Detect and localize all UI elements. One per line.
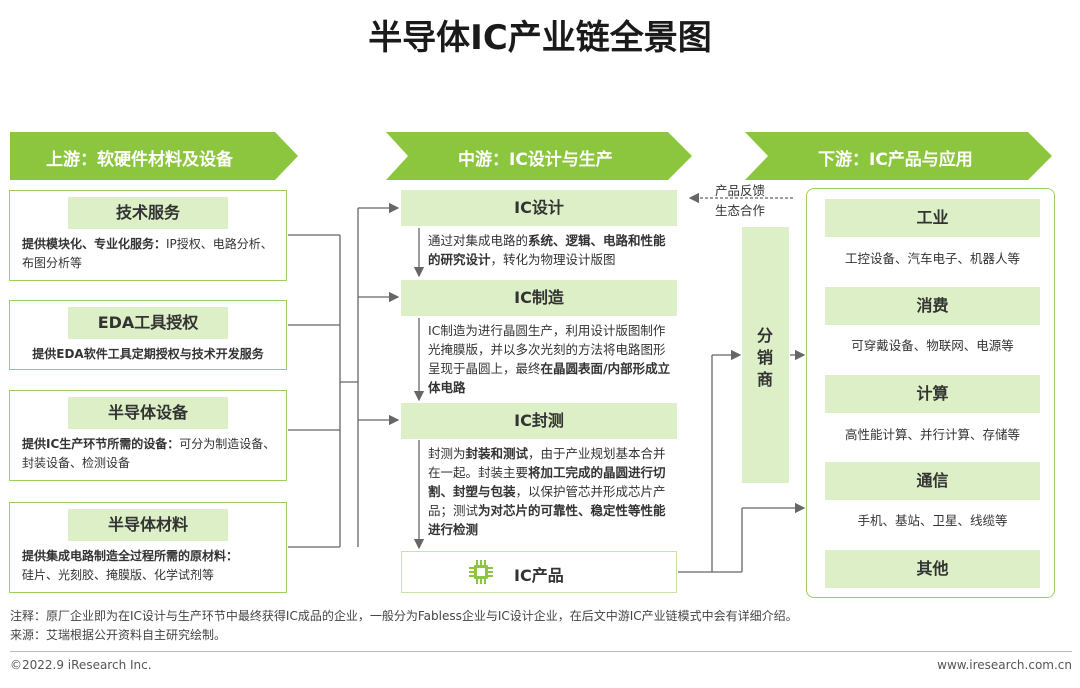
box-text: 提供EDA软件工具定期授权与技术开发服务 (32, 347, 264, 361)
chip-icon (469, 560, 493, 584)
upstream-box-equipment: 半导体设备 提供IC生产环节所需的设备：可分为制造设备、封装设备、检测设备 (9, 390, 287, 481)
ic-design-text: 通过对集成电路的系统、逻辑、电路和性能的研究设计，转化为物理设计版图 (428, 233, 666, 267)
ic-testing-text: 封测为封装和测试，由于产业规划基本合并在一起。封装主要将加工完成的晶圆进行切割、… (428, 446, 666, 537)
source-text: 来源：艾瑞根据公开资料自主研究绘制。 (10, 628, 227, 642)
downstream-item-computing-text: 高性能计算、并行计算、存储等 (844, 427, 1020, 442)
downstream-item-industry-text: 工控设备、汽车电子、机器人等 (844, 251, 1020, 266)
downstream-item-consumer: 消费 (825, 287, 1040, 325)
downstream-item-communication-text: 手机、基站、卫星、线缆等 (857, 513, 1008, 528)
upstream-box-eda: EDA工具授权 提供EDA软件工具定期授权与技术开发服务 (9, 300, 287, 370)
box-title: 半导体材料 (68, 509, 228, 541)
footer-divider (10, 651, 1072, 652)
box-text: 提供IC生产环节所需的设备：可分为制造设备、封装设备、检测设备 (22, 437, 276, 470)
distributor-box: 分销商 (742, 227, 789, 483)
ic-product-box: IC产品 (401, 551, 677, 593)
downstream-item-consumer-text: 可穿戴设备、物联网、电源等 (851, 338, 1014, 353)
downstream-item-communication: 通信 (825, 462, 1040, 500)
feedback-label: 产品反馈 生态合作 (715, 183, 766, 218)
downstream-banner-arrow (745, 132, 1052, 180)
upstream-box-materials: 半导体材料 提供集成电路制造全过程所需的原材料：硅片、光刻胶、掩膜版、化学试剂等 (9, 502, 287, 593)
downstream-item-computing: 计算 (825, 375, 1040, 413)
page-title: 半导体IC产业链全景图 (368, 18, 712, 58)
downstream-item-industry: 工业 (825, 199, 1040, 237)
ic-design-header: IC设计 (401, 190, 677, 226)
midstream-banner: 中游：IC设计与生产 (458, 150, 613, 170)
ic-product-label: IC产品 (514, 566, 564, 585)
upstream-banner: 上游：软硬件材料及设备 (46, 150, 233, 170)
box-title: 半导体设备 (68, 397, 228, 429)
midstream-banner-arrow (386, 132, 692, 180)
upstream-banner-arrow (10, 132, 298, 180)
downstream-container (806, 188, 1055, 598)
downstream-item-other: 其他 (825, 550, 1040, 588)
downstream-banner: 下游：IC产品与应用 (818, 150, 973, 170)
note-text: 注释：原厂企业即为在IC设计与生产环节中最终获得IC成品的企业，一般分为Fabl… (10, 609, 798, 623)
footer-url: www.iresearch.com.cn (937, 658, 1072, 672)
ic-manufacturing-header: IC制造 (401, 280, 677, 316)
box-title: 技术服务 (68, 197, 228, 229)
footer-copyright: ©2022.9 iResearch Inc. (10, 658, 152, 672)
ic-manufacturing-text: IC制造为进行晶圆生产，利用设计版图制作光掩膜版，并以多次光刻的方法将电路图形呈… (428, 323, 671, 395)
box-text: 提供集成电路制造全过程所需的原材料：硅片、光刻胶、掩膜版、化学试剂等 (22, 549, 239, 582)
ic-testing-header: IC封测 (401, 403, 677, 439)
box-text: 提供模块化、专业化服务：IP授权、电路分析、布图分析等 (22, 237, 273, 270)
upstream-box-tech-services: 技术服务 提供模块化、专业化服务：IP授权、电路分析、布图分析等 (9, 190, 287, 281)
distributor-label: 分销商 (757, 326, 774, 389)
box-title: EDA工具授权 (68, 307, 228, 339)
